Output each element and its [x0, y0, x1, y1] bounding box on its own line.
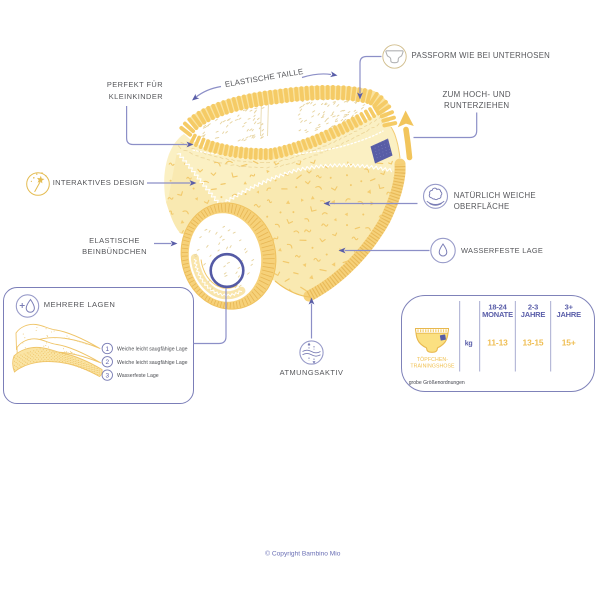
svg-text:1: 1: [105, 346, 109, 353]
svg-text:TÖPFCHEN-: TÖPFCHEN-: [417, 356, 448, 363]
svg-text:Wasserfeste Lage: Wasserfeste Lage: [117, 373, 159, 379]
svg-text:Weiche leicht saugfähige Lage: Weiche leicht saugfähige Lage: [117, 360, 188, 366]
svg-text:3: 3: [105, 373, 109, 380]
svg-text:kg: kg: [465, 341, 473, 348]
svg-text:JAHRE: JAHRE: [556, 310, 581, 319]
svg-text:11-13: 11-13: [487, 338, 508, 348]
svg-text:18-24: 18-24: [488, 303, 507, 312]
svg-text:grobe Größenordnungen: grobe Größenordnungen: [409, 380, 465, 386]
svg-text:© Copyright Bambino Mio: © Copyright Bambino Mio: [265, 550, 341, 558]
svg-text:TRAININGSHOSE: TRAININGSHOSE: [410, 364, 455, 370]
svg-text:Weiche leicht saugfähige Lage: Weiche leicht saugfähige Lage: [117, 347, 188, 353]
svg-text:MONATE: MONATE: [482, 310, 513, 319]
svg-text:15+: 15+: [562, 338, 576, 348]
svg-text:JAHRE: JAHRE: [521, 310, 546, 319]
svg-text:3+: 3+: [565, 303, 574, 312]
svg-text:2: 2: [105, 359, 109, 366]
svg-text:13-15: 13-15: [523, 338, 544, 348]
svg-text:2-3: 2-3: [528, 303, 538, 312]
